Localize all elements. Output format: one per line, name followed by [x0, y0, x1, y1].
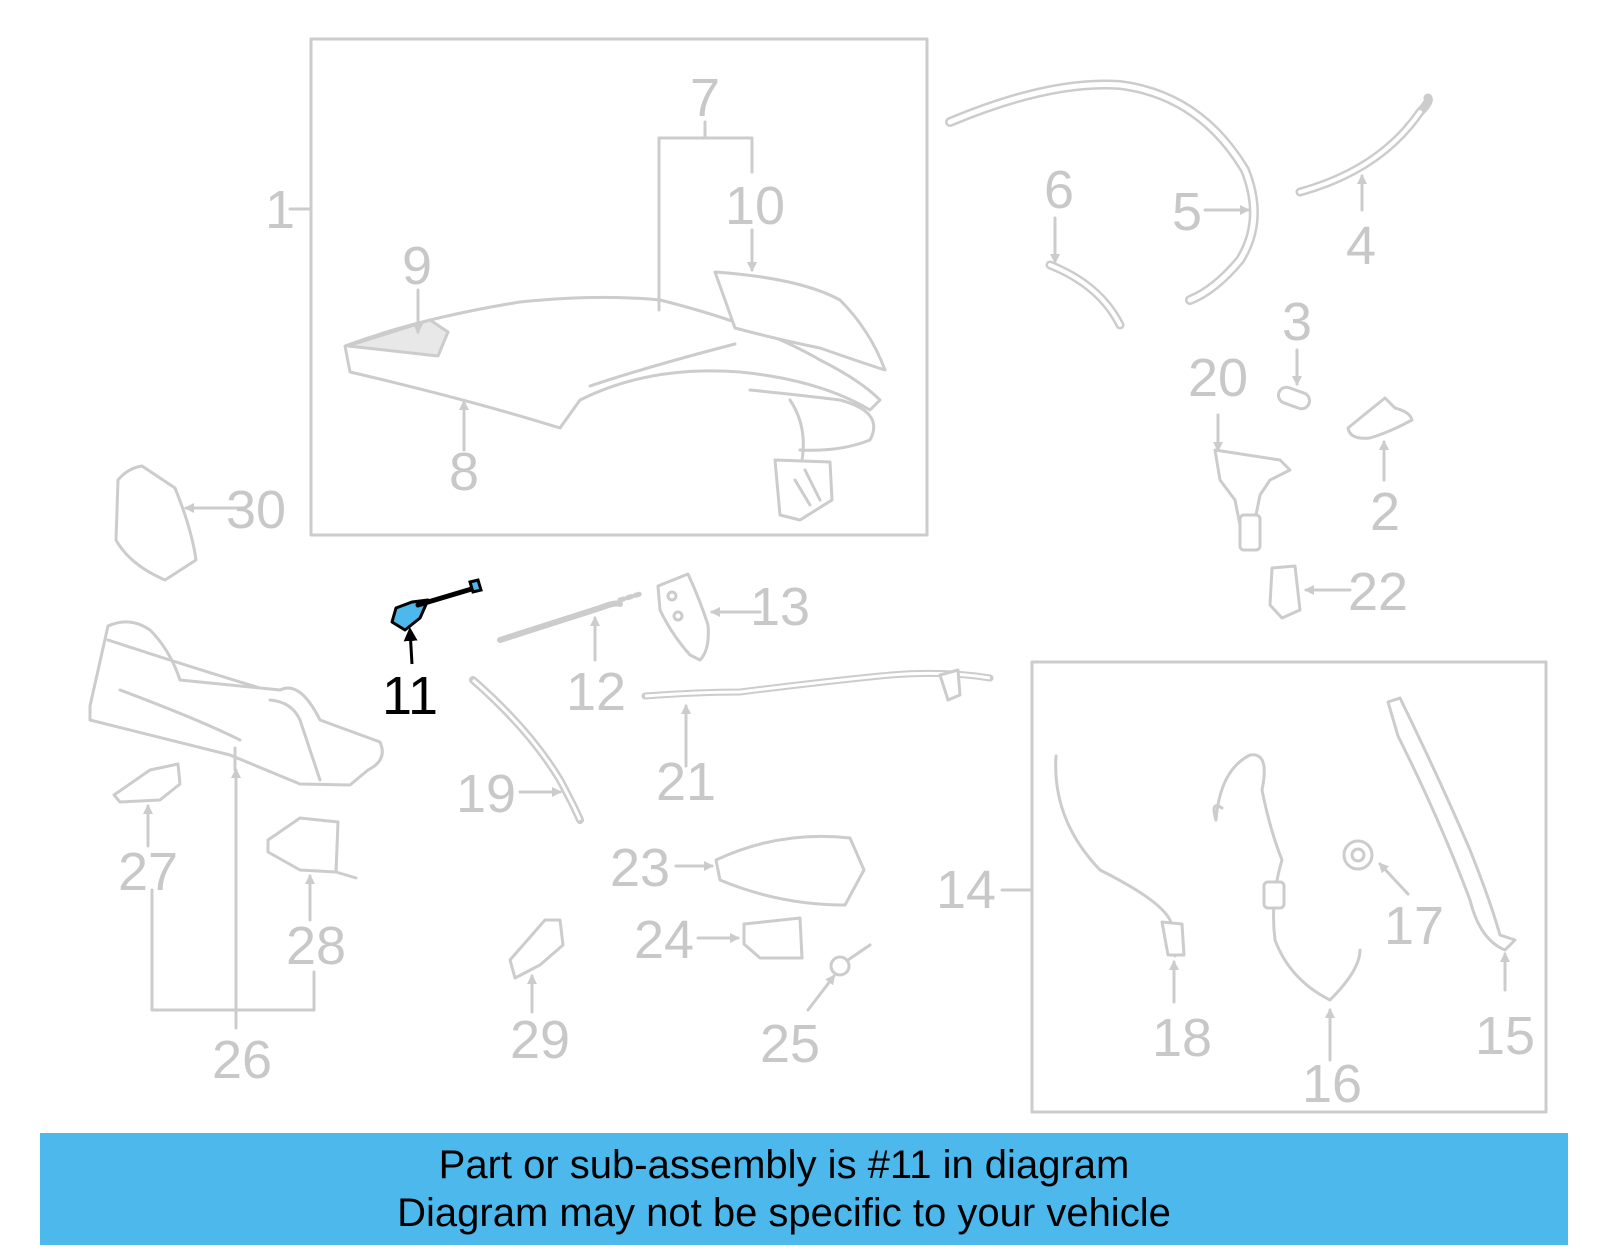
- callout-20: 20: [1188, 348, 1248, 408]
- seal-parts: [945, 79, 1433, 330]
- callout-4: 4: [1346, 216, 1376, 276]
- callout-27: 27: [118, 842, 178, 902]
- callout-13: 13: [750, 577, 810, 637]
- callout-10: 10: [725, 176, 785, 236]
- banner-line-disclaimer: Diagram may not be specific to your vehi…: [397, 1191, 1171, 1235]
- callout-26: 26: [212, 1030, 272, 1090]
- callout-29: 29: [510, 1010, 570, 1070]
- callout-28: 28: [286, 916, 346, 976]
- top-box-leaders: [413, 120, 757, 452]
- callout-3: 3: [1282, 292, 1312, 352]
- callout-14: 14: [936, 860, 996, 920]
- callout-18: 18: [1152, 1008, 1212, 1068]
- part-11-highlighted: [390, 578, 483, 665]
- latch-parts: [1213, 348, 1414, 620]
- callout-1: 1: [265, 180, 295, 240]
- lower-small-parts: [508, 834, 872, 1014]
- callout-25: 25: [760, 1014, 820, 1074]
- callout-8: 8: [449, 442, 479, 502]
- cable-assembly-box: [1000, 660, 1548, 1114]
- callout-5: 5: [1172, 182, 1202, 242]
- info-banner: Part or sub-assembly is #11 in diagram D…: [40, 1133, 1568, 1245]
- callout-11: 11: [382, 666, 438, 726]
- callout-15: 15: [1475, 1006, 1535, 1066]
- callout-12: 12: [566, 662, 626, 722]
- callout-21: 21: [656, 752, 716, 812]
- callout-6: 6: [1044, 160, 1074, 220]
- callout-16: 16: [1302, 1054, 1362, 1114]
- callout-19: 19: [456, 764, 516, 824]
- callout-30: 30: [226, 480, 286, 540]
- callout-17: 17: [1384, 896, 1444, 956]
- banner-line-part-number: Part or sub-assembly is #11 in diagram: [438, 1143, 1130, 1187]
- callout-7: 7: [690, 68, 720, 128]
- parts-19-21: [469, 668, 994, 824]
- wind-deflector-parts: [88, 620, 384, 1030]
- part-30: [114, 464, 248, 582]
- callout-22: 22: [1348, 562, 1408, 622]
- callout-24: 24: [634, 910, 694, 970]
- parts-12-13: [497, 572, 762, 662]
- callout-2: 2: [1370, 482, 1400, 542]
- callout-9: 9: [402, 236, 432, 296]
- callout-23: 23: [610, 838, 670, 898]
- soft-top-assembly-box: [288, 37, 929, 537]
